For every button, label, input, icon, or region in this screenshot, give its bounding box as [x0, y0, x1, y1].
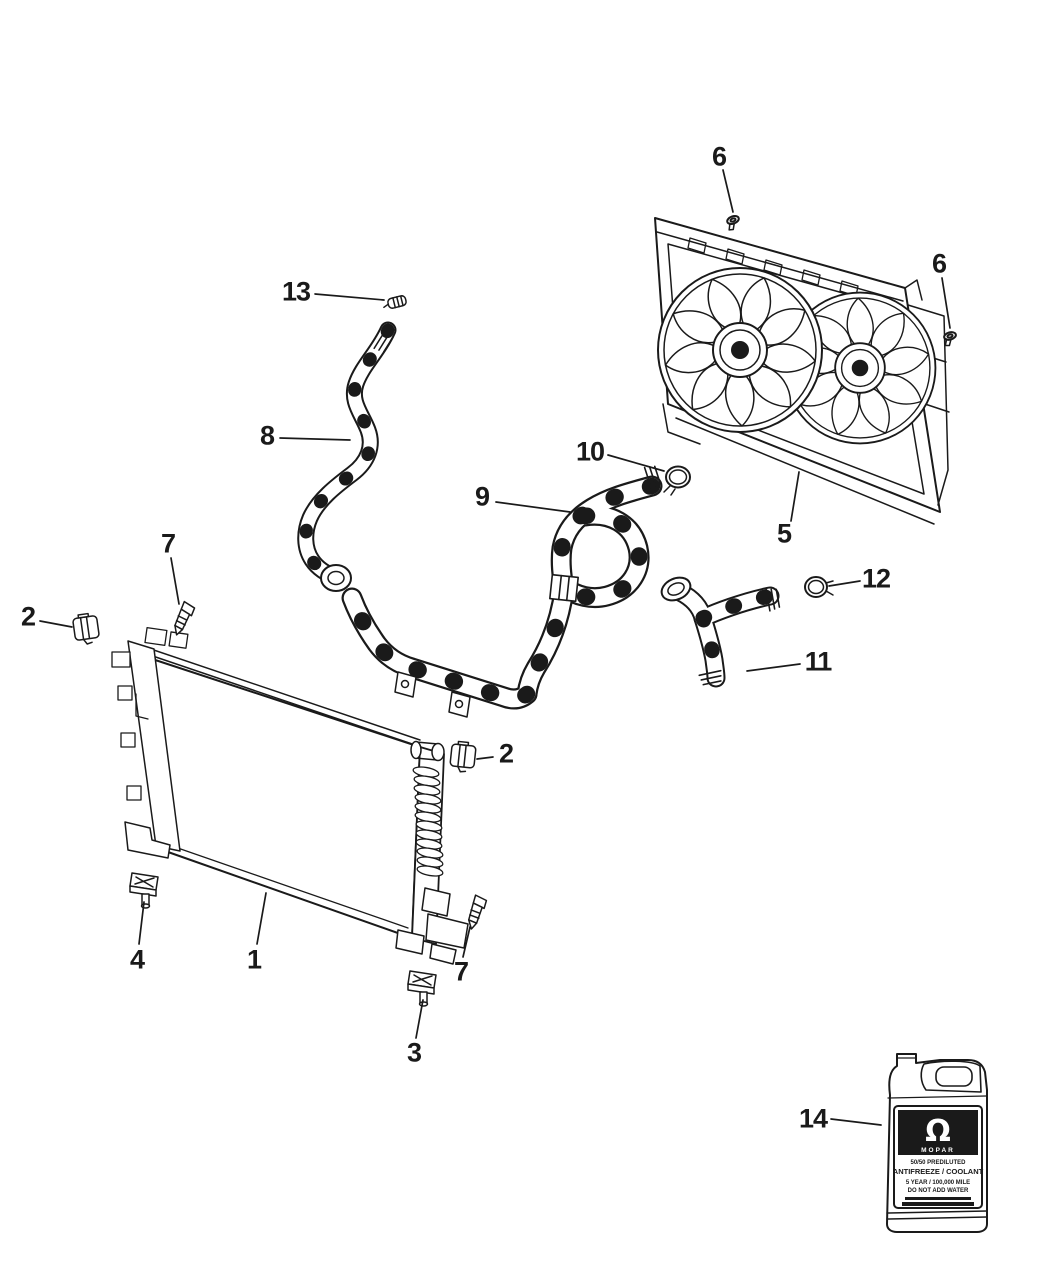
- hose8-flange: [320, 564, 352, 592]
- callout-2-left: 2: [20, 601, 36, 632]
- leader-line: [279, 437, 351, 441]
- leader-line: [746, 663, 801, 672]
- hose-clamp-10: [663, 465, 691, 496]
- leader-line: [495, 501, 571, 513]
- leader-line: [256, 892, 267, 945]
- screw-top: [724, 213, 743, 232]
- leader-lines: [39, 169, 951, 1126]
- leader-line: [170, 557, 180, 605]
- leader-line: [828, 580, 861, 587]
- callout-6-right: 6: [931, 248, 947, 279]
- callout-2-right: 2: [498, 738, 514, 769]
- jug-line4: DO NOT ADD WATER: [908, 1188, 969, 1194]
- fan-left: [657, 267, 823, 433]
- callout-11: 11: [804, 646, 833, 677]
- jug-handle-hole: [935, 1066, 973, 1087]
- push-pin-7-left: [172, 599, 197, 638]
- leader-line: [607, 454, 665, 472]
- leader-line: [722, 169, 734, 213]
- radiator: [111, 627, 469, 965]
- lower-radiator-hose: [341, 463, 663, 718]
- callout-7-right: 7: [453, 956, 469, 987]
- leader-line: [476, 756, 494, 760]
- retainer-clip-2-left: [71, 611, 102, 647]
- jug-brand-text: MOPAR: [921, 1147, 955, 1154]
- callout-5: 5: [776, 518, 792, 549]
- jug-line1: 50/50 PREDILUTED: [910, 1160, 966, 1166]
- callout-8: 8: [259, 420, 275, 451]
- leader-line: [941, 277, 951, 329]
- coolant-jug: Ω MOPAR 50/50 PREDILUTED ANTIFREEZE / CO…: [886, 1053, 988, 1233]
- leader-line: [830, 1118, 882, 1126]
- leader-line: [790, 471, 800, 522]
- callout-12: 12: [861, 563, 891, 594]
- retainer-clip-13: [383, 295, 407, 309]
- retainer-clip-2-right: [448, 739, 478, 775]
- leader-line: [39, 620, 73, 628]
- leader-line: [462, 926, 471, 958]
- push-pin-7-right: [467, 893, 488, 931]
- callout-7-left: 7: [160, 528, 176, 559]
- callout-3: 3: [406, 1037, 422, 1068]
- leader-line: [415, 999, 424, 1039]
- jug-label-black-band: [898, 1110, 978, 1155]
- mopar-omega-logo: Ω: [925, 1114, 951, 1149]
- jug-line2: ANTIFREEZE / COOLANT: [893, 1167, 984, 1176]
- cooler-coil: [412, 766, 444, 877]
- callout-14: 14: [798, 1103, 828, 1134]
- hose9-hanger-tabs: [394, 671, 471, 718]
- fan-shroud-module: [654, 217, 950, 525]
- callout-6-top: 6: [711, 141, 727, 172]
- jug-handle: [920, 1060, 982, 1093]
- y-branch-hose: [660, 576, 781, 688]
- leader-line: [314, 293, 385, 301]
- callout-4: 4: [129, 944, 145, 975]
- callout-9: 9: [474, 481, 490, 512]
- leader-line: [138, 901, 145, 945]
- callout-1: 1: [246, 944, 262, 975]
- callout-13: 13: [281, 276, 311, 307]
- jug-line3: 5 YEAR / 100,000 MILE: [906, 1180, 970, 1186]
- hose11-elbow-opening: [660, 576, 692, 602]
- hose-clamp-12: [804, 576, 834, 598]
- radiator-cap: [410, 740, 445, 762]
- callout-10: 10: [575, 436, 605, 467]
- hose9-coupling: [549, 573, 579, 603]
- upper-radiator-hose: [297, 321, 397, 592]
